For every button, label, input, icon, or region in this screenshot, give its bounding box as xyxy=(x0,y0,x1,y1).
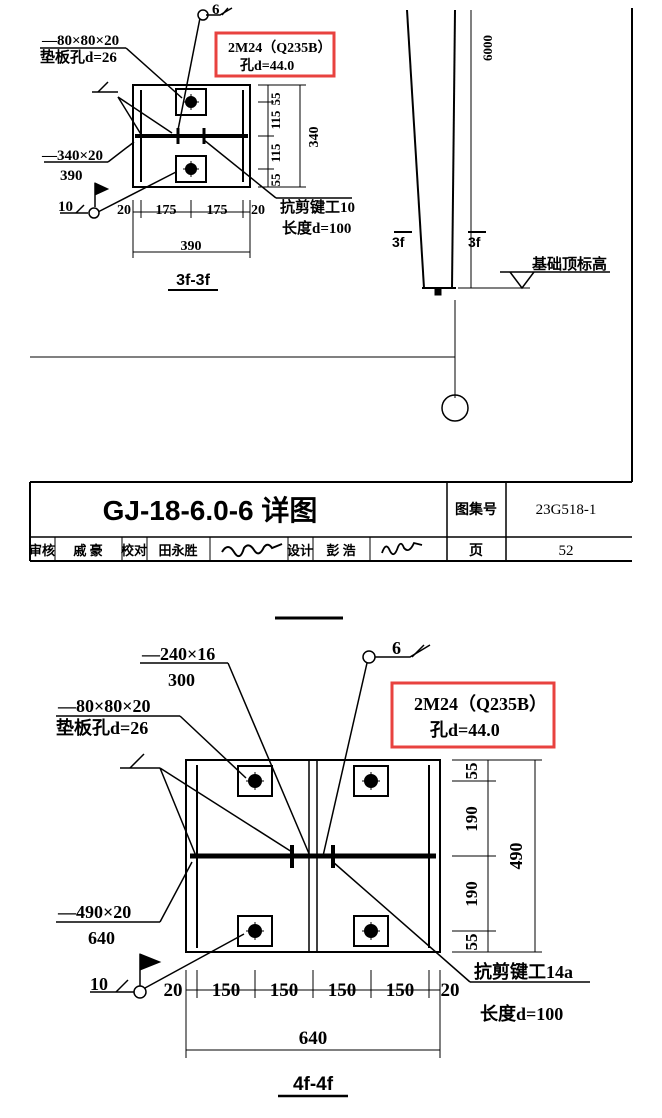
dim-h-3f-1: 20 xyxy=(117,203,131,218)
bolt-highlight-3f xyxy=(214,31,336,78)
designer-signature xyxy=(381,541,423,556)
dim-v-4f-4: 55 xyxy=(462,934,481,951)
shear-key-length-3f: 长度d=100 xyxy=(282,219,351,237)
checker-role: 校对 xyxy=(121,543,147,558)
bolt-box-4f-br xyxy=(353,915,389,947)
page-number: 52 xyxy=(559,543,574,559)
dim-v-3f-overall: 340 xyxy=(307,127,322,148)
stiffener-width-4f: 300 xyxy=(168,670,195,690)
dim-v-3f-2: 115 xyxy=(268,110,283,129)
weld-size-3f: 6 xyxy=(212,2,220,18)
base-plate-spec-3f: —340×20 xyxy=(41,148,103,164)
designer-name: 彭 浩 xyxy=(326,543,355,558)
atlas-number: 23G518-1 xyxy=(536,502,597,518)
height-dim: 6000 xyxy=(480,35,495,61)
dim-v-4f-1: 55 xyxy=(462,763,481,780)
vertical-dims-3f: 55 115 115 55 340 xyxy=(268,92,322,187)
dim-v-4f-overall: 490 xyxy=(506,843,526,870)
bolt-highlight-4f xyxy=(390,681,556,749)
column-elevation xyxy=(30,8,633,482)
section-3f-detail xyxy=(40,7,352,291)
section-4f-detail xyxy=(56,616,590,1098)
bolt-hole-4f: 孔d=44.0 xyxy=(430,720,500,740)
section-mark-left: 3f xyxy=(392,234,405,250)
bolt-box-4f-tl xyxy=(237,765,273,797)
dim-h-4f-overall: 640 xyxy=(299,1028,328,1049)
dim-h-4f-1: 20 xyxy=(164,980,183,1001)
base-plate-4f xyxy=(185,759,441,953)
washer-hole-4f: 垫板孔d=26 xyxy=(56,717,148,738)
washer-hole-3f: 垫板孔d=26 xyxy=(40,48,117,66)
foundation-label: 基础顶标高 xyxy=(531,255,607,273)
dim-h-3f-2: 175 xyxy=(156,203,177,218)
section-mark-right: 3f xyxy=(468,234,481,250)
bolt-hole-3f: 孔d=44.0 xyxy=(240,58,294,74)
section-label-3f: 3f-3f xyxy=(176,272,210,289)
dim-h-4f-4: 150 xyxy=(328,980,357,1001)
shear-key-3f: 抗剪键工10 xyxy=(280,198,355,216)
dim-h-4f-5: 150 xyxy=(386,980,415,1001)
dim-v-4f-2: 190 xyxy=(462,806,481,832)
bolt-box-4f-bl xyxy=(237,915,273,947)
base-weld-4f: 10 xyxy=(90,974,108,994)
weld-size-4f: 6 xyxy=(392,638,401,658)
vertical-dims-4f: 55 190 190 55 490 xyxy=(462,763,526,951)
dim-v-4f-3: 190 xyxy=(462,881,481,907)
atlas-label: 图集号 xyxy=(455,501,497,518)
base-plate-spec-4f: —490×20 xyxy=(57,902,131,922)
dim-h-4f-6: 20 xyxy=(441,980,460,1001)
drawing-title: GJ-18-6.0-6 详图 xyxy=(103,494,318,526)
stiffener-spec-4f: —240×16 xyxy=(141,644,215,664)
base-plate-width-4f: 640 xyxy=(88,928,115,948)
dim-v-3f-3: 115 xyxy=(268,143,283,162)
bolt-spec-3f: 2M24（Q235B） xyxy=(228,40,331,56)
bolt-box-3f-top xyxy=(175,88,207,116)
base-plate-3f xyxy=(132,84,251,188)
shear-key-length-4f: 长度d=100 xyxy=(480,1003,563,1024)
checker-name: 田永胜 xyxy=(158,543,197,558)
page-label: 页 xyxy=(469,543,483,559)
axis-bubble xyxy=(441,394,469,422)
dim-h-3f-4: 20 xyxy=(251,203,265,218)
dim-h-4f-2: 150 xyxy=(212,980,241,1001)
dim-h-4f-3: 150 xyxy=(270,980,299,1001)
designer-role: 设计 xyxy=(287,543,313,558)
base-plate-width-3f: 390 xyxy=(60,168,83,184)
dim-h-3f-3: 175 xyxy=(207,203,228,218)
bolt-spec-4f: 2M24（Q235B） xyxy=(414,694,547,714)
base-weld-3f: 10 xyxy=(58,199,73,215)
dim-h-3f-overall: 390 xyxy=(181,239,202,254)
horizontal-dims-3f: 20 175 175 20 390 xyxy=(117,203,265,254)
title-block xyxy=(29,481,632,562)
washer-spec-3f: —80×80×20 xyxy=(41,33,119,49)
approval-name: 戚 豪 xyxy=(73,543,102,558)
section-label-4f: 4f-4f xyxy=(293,1074,334,1095)
washer-spec-4f: —80×80×20 xyxy=(57,696,151,716)
checker-signature xyxy=(221,543,283,558)
bolt-box-4f-tr xyxy=(353,765,389,797)
shear-key-4f: 抗剪键工14a xyxy=(474,961,573,982)
dim-v-3f-4: 55 xyxy=(268,173,283,187)
bolt-box-3f-bottom xyxy=(175,155,207,183)
horizontal-dims-4f: 20 150 150 150 150 20 640 xyxy=(164,980,460,1049)
dim-v-3f-1: 55 xyxy=(268,92,283,106)
approval-role: 审核 xyxy=(29,543,55,558)
